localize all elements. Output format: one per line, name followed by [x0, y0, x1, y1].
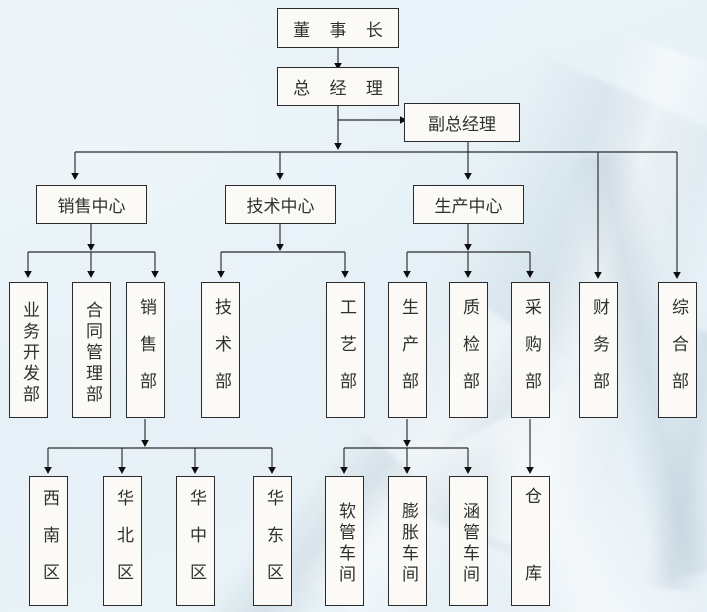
node-production-dept[interactable]: 生产部 [388, 282, 427, 418]
node-culvert-pipe-workshop[interactable]: 涵管车间 [449, 476, 488, 606]
node-east-china-region[interactable]: 华东区 [253, 476, 292, 606]
node-sales-center[interactable]: 销售中心 [36, 185, 147, 224]
node-purchasing-dept[interactable]: 采购部 [511, 282, 550, 418]
node-technology-dept[interactable]: 技术部 [201, 282, 240, 418]
node-expansion-workshop[interactable]: 膨胀车间 [388, 476, 427, 606]
node-contract-management-dept[interactable]: 合同管理部 [72, 282, 111, 418]
node-chairman[interactable]: 董 事 长 [277, 8, 399, 48]
node-southwest-region[interactable]: 西南区 [29, 476, 68, 606]
node-general-affairs-dept[interactable]: 综合部 [658, 282, 697, 418]
node-warehouse[interactable]: 仓 库 [511, 476, 550, 606]
node-central-china-region[interactable]: 华中区 [176, 476, 215, 606]
node-process-dept[interactable]: 工艺部 [326, 282, 365, 418]
node-deputy-general-manager[interactable]: 副总经理 [404, 103, 520, 142]
node-production-center[interactable]: 生产中心 [413, 185, 524, 224]
node-finance-dept[interactable]: 财务部 [579, 282, 618, 418]
node-north-china-region[interactable]: 华北区 [103, 476, 142, 606]
node-tech-center[interactable]: 技术中心 [225, 185, 336, 224]
node-hose-workshop[interactable]: 软管车间 [325, 476, 364, 606]
node-business-development-dept[interactable]: 业务开发部 [9, 282, 48, 418]
node-general-manager[interactable]: 总 经 理 [277, 67, 399, 106]
node-sales-dept[interactable]: 销售部 [126, 282, 165, 418]
node-quality-inspection-dept[interactable]: 质检部 [449, 282, 488, 418]
